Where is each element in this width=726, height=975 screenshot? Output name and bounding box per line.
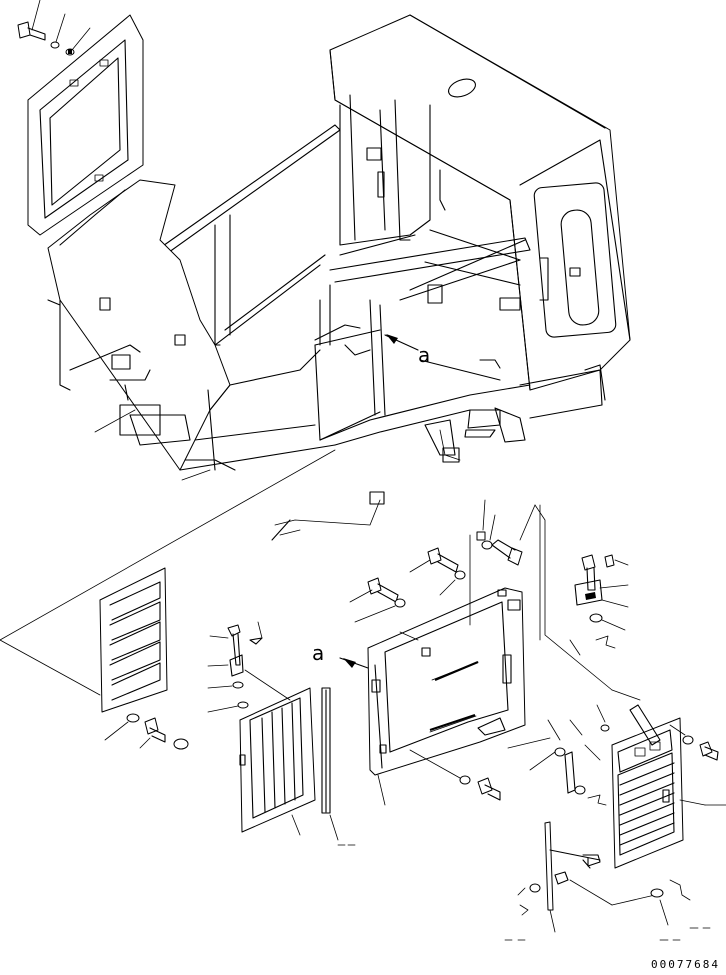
front-housing (47, 179, 531, 471)
cab-frame-assembly: a (0, 0, 631, 696)
door-frame-assembly: a (312, 499, 541, 806)
view-label-lower: a (312, 641, 324, 665)
cab-shell (329, 14, 631, 443)
top-callout-lines (31, 0, 211, 481)
top-bolt-set (17, 21, 75, 56)
louver-slats (109, 581, 161, 701)
drawing-code: 00077684 (651, 958, 720, 971)
louver-door-center (207, 621, 356, 846)
louver-panel-left (99, 567, 189, 750)
side-door-right (504, 504, 726, 941)
connecting-lead (0, 419, 461, 696)
view-label: a (418, 343, 430, 367)
rear-window-frame (27, 14, 144, 236)
view-a-callout-top: a (384, 334, 430, 367)
